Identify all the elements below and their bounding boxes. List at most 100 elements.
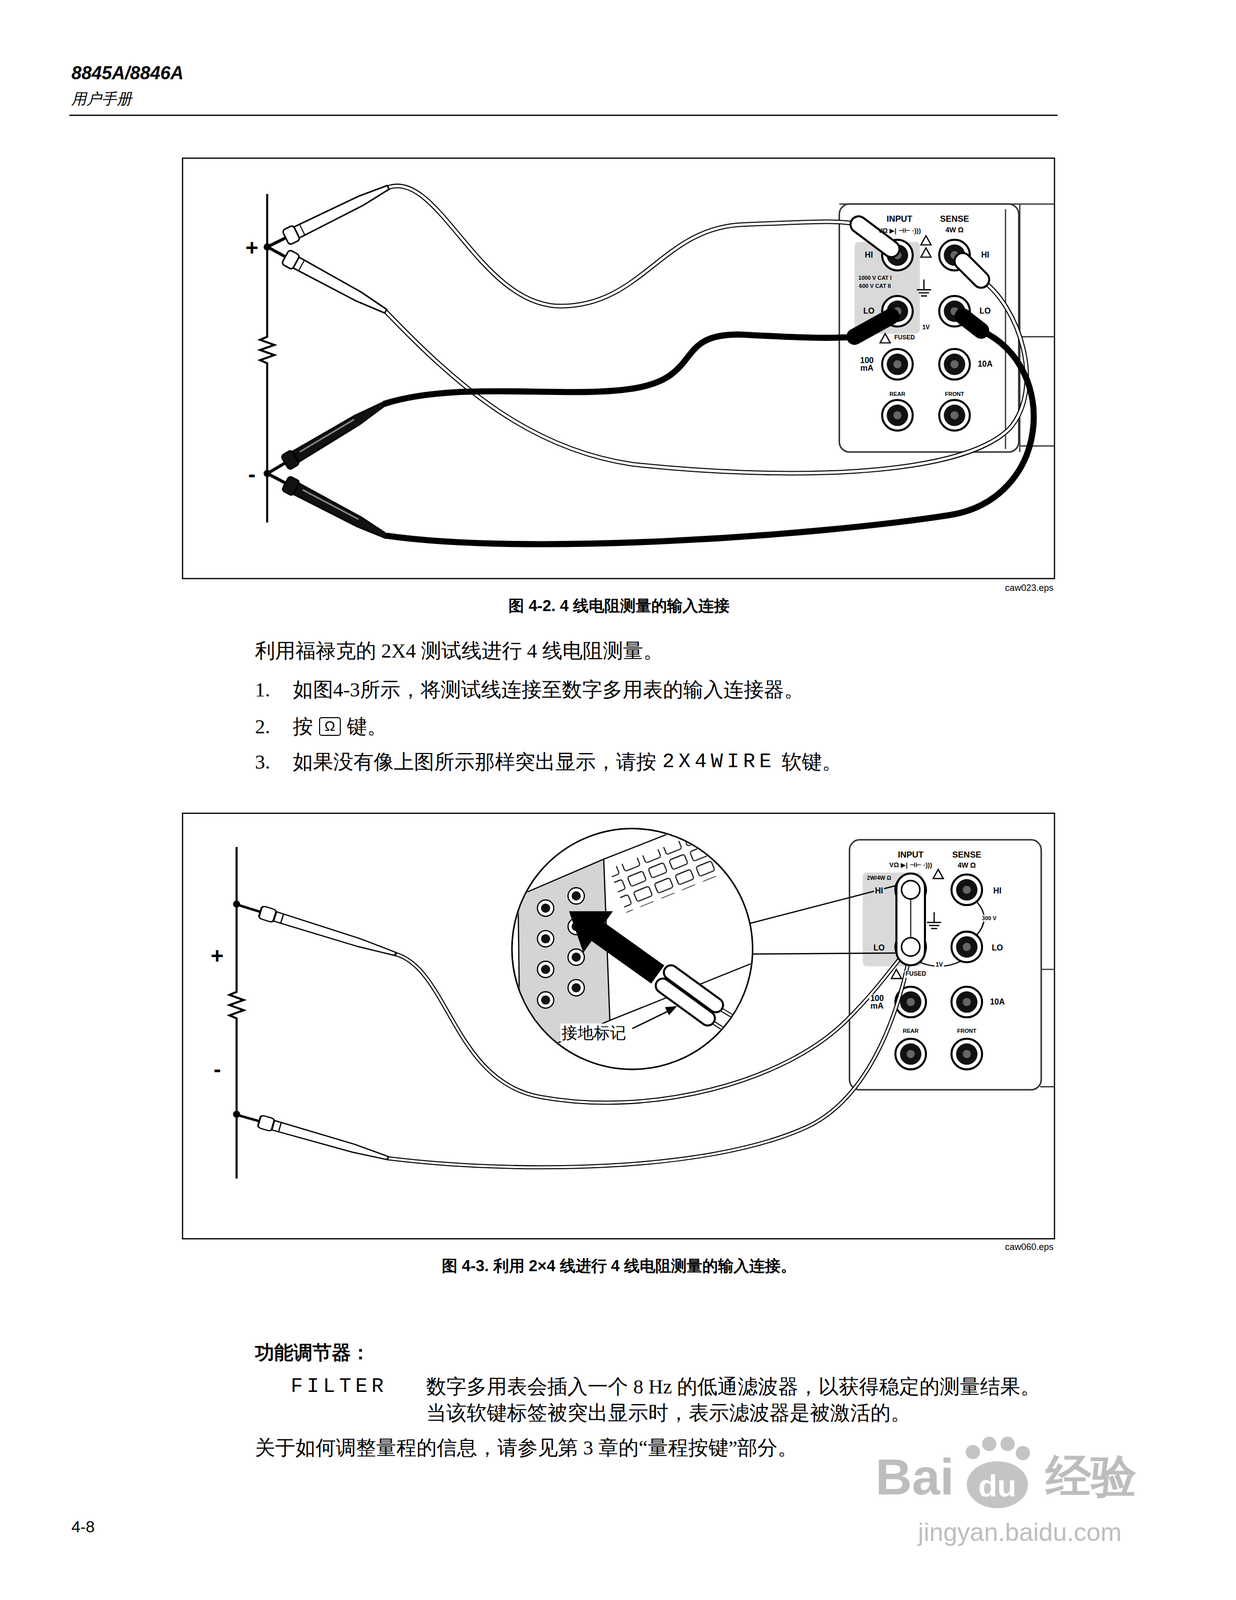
terminal-label: 10A <box>976 359 994 369</box>
test-lead <box>265 179 1034 544</box>
panel-label: FRONT <box>945 390 965 398</box>
watermark-paw <box>982 1436 997 1451</box>
test-lead <box>385 279 1027 474</box>
panel-label: REAR <box>902 1026 919 1034</box>
meter-panel <box>939 399 970 431</box>
dual-plug <box>896 872 925 965</box>
detail-inset <box>571 983 581 993</box>
resistor-circuit <box>229 846 244 1179</box>
watermark: 经验 <box>1045 1450 1137 1503</box>
terminal-label: HI <box>863 250 874 260</box>
page-number: 4-8 <box>71 1516 95 1536</box>
terminal-label: LO <box>978 306 992 316</box>
detail-inset <box>569 910 665 984</box>
detail-inset <box>603 791 776 1021</box>
meter-panel <box>939 348 970 380</box>
dual-plug <box>901 937 920 956</box>
callout-label: 接地标记 <box>560 1022 628 1042</box>
meter-panel <box>839 203 1019 452</box>
meter-panel <box>951 931 983 963</box>
dual-plug <box>901 880 920 899</box>
detail-inset <box>511 828 753 1070</box>
detail-inset <box>664 1005 678 1015</box>
detail-inset <box>511 791 776 1070</box>
test-lead <box>236 1108 390 1165</box>
terminal-label: LO <box>872 943 886 953</box>
watermark: du <box>977 1467 1017 1504</box>
body-text: 如图4-3所示，将测试线连接至数字多用表的输入连接器。 <box>292 678 805 702</box>
meter-panel <box>882 399 913 431</box>
step-number: 3. <box>254 750 271 774</box>
panel-label: 300 V <box>981 914 998 922</box>
test-lead <box>265 179 392 253</box>
detail-inset <box>518 791 776 1059</box>
body-text: 按 <box>292 714 314 739</box>
watermark-paw <box>1000 1436 1015 1451</box>
test-lead <box>387 185 859 306</box>
polarity-sign: - <box>248 461 256 488</box>
test-lead <box>385 279 1027 474</box>
panel-label: 1V <box>921 324 932 332</box>
meter-panel <box>849 839 1055 1090</box>
terminal-label: 100 mA <box>869 994 886 1010</box>
watermark-paw <box>966 1460 1028 1508</box>
watermark: jingyan.baidu.com <box>917 1517 1122 1548</box>
dual-plug <box>910 898 912 938</box>
meter-panel <box>951 873 983 905</box>
panel-label: INPUT <box>886 214 913 225</box>
detail-inset <box>571 891 581 901</box>
text-line: 如果没有像上图所示那样突出显示，请按2X4WIRE软键。 <box>292 750 843 774</box>
header-rule <box>69 114 1058 116</box>
detail-inset <box>537 887 585 1008</box>
polarity-sign: + <box>245 235 259 262</box>
section-heading: 功能调节器： <box>254 1341 371 1364</box>
running-header: 8845A/8846A <box>71 63 184 84</box>
detail-inset <box>608 809 772 913</box>
panel-label: FRONT <box>957 1026 977 1034</box>
meter-panel <box>927 911 942 929</box>
body-text: 数字多用表会插入一个 8 Hz 的低通滤波器，以获得稳定的测量结果。当该软键标签… <box>426 1373 1056 1426</box>
detail-inset <box>537 991 554 1008</box>
watermark-paw <box>1015 1445 1030 1460</box>
rating-label: 1000 V CAT I <box>857 274 893 281</box>
meter-panel <box>951 986 983 1018</box>
watermark: Bai <box>875 1447 955 1506</box>
file-name: caw060.eps <box>1004 1241 1054 1253</box>
watermark-paw <box>965 1436 1030 1508</box>
detail-inset <box>568 979 585 996</box>
header-rule <box>69 114 1058 116</box>
step-number: 2. <box>254 714 271 739</box>
meter-panel <box>882 348 913 380</box>
detail-inset <box>568 948 585 965</box>
file-name: caw023.eps <box>1004 582 1054 593</box>
callout-line <box>749 885 896 954</box>
dual-plug <box>896 872 925 965</box>
test-lead <box>265 397 388 480</box>
softkey-label: FILTER <box>290 1374 388 1399</box>
polarity-sign: + <box>210 943 224 969</box>
key-cap: Ω <box>319 716 341 736</box>
softkey-label: 2X4WIRE <box>662 750 776 774</box>
panel-label: 4W Ω <box>957 860 976 869</box>
detail-inset <box>541 964 551 974</box>
meter-panel <box>951 1038 983 1070</box>
test-lead <box>854 316 892 337</box>
panel-label: SENSE <box>952 849 982 860</box>
figure-frame <box>182 158 1055 579</box>
detail-inset <box>568 887 585 904</box>
meter-panel <box>916 279 932 296</box>
watermark-paw <box>965 1444 981 1459</box>
resistor-circuit <box>229 846 244 1179</box>
test-lead <box>962 316 982 331</box>
running-subheader: 用户手册 <box>71 90 132 109</box>
detail-inset <box>662 985 708 1019</box>
detail-inset <box>537 899 554 916</box>
terminal-label: 10A <box>989 997 1006 1007</box>
test-lead <box>236 898 398 961</box>
test-lead <box>265 240 390 319</box>
test-lead <box>265 467 391 544</box>
test-lead <box>387 185 859 306</box>
